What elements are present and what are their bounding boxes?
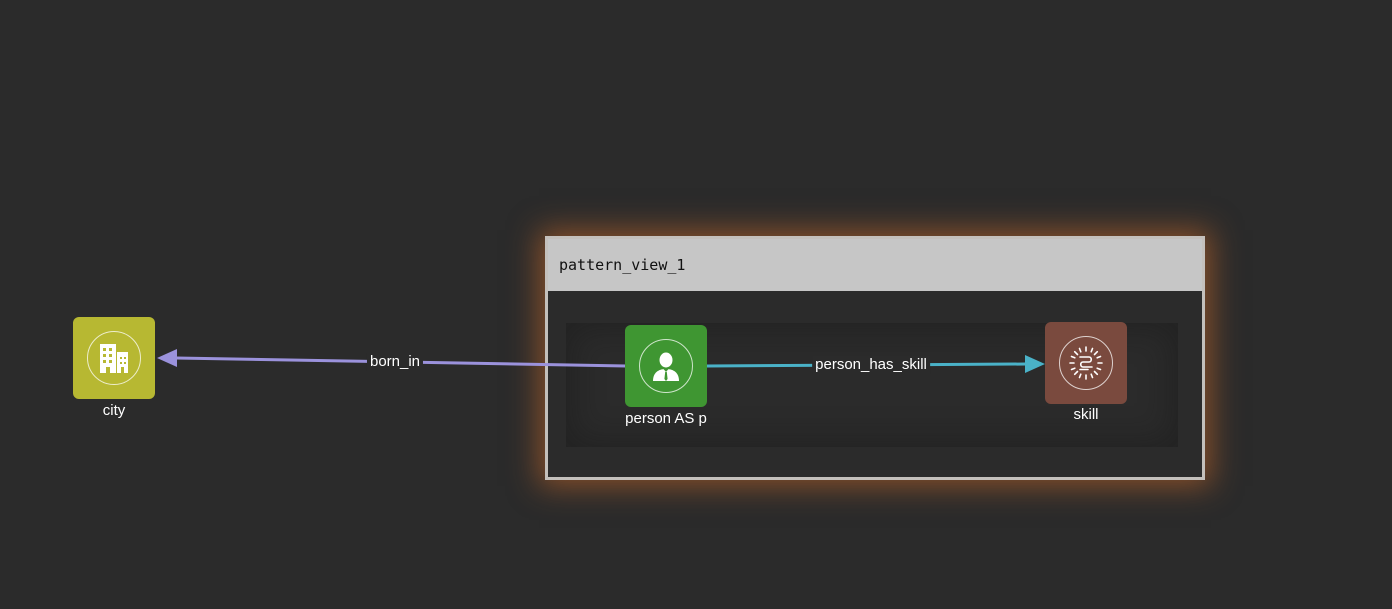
pattern-view-title: pattern_view_1 bbox=[559, 256, 686, 274]
node-skill-label: skill bbox=[1073, 406, 1099, 423]
edge-label-person-has-skill[interactable]: person_has_skill bbox=[812, 356, 930, 374]
skill-icon bbox=[1069, 346, 1103, 380]
node-city[interactable] bbox=[73, 317, 155, 399]
node-person-label: person AS p bbox=[625, 410, 707, 427]
node-person-icon-ring bbox=[639, 339, 693, 393]
node-city-label: city bbox=[102, 402, 126, 419]
building-icon bbox=[100, 344, 128, 373]
node-city-icon-ring bbox=[87, 331, 141, 385]
edge-label-born-in[interactable]: born_in bbox=[366, 353, 424, 371]
edge-born-in-arrowhead bbox=[157, 349, 177, 367]
person-icon bbox=[653, 352, 679, 381]
node-person[interactable] bbox=[625, 325, 707, 407]
node-skill-icon-ring bbox=[1059, 336, 1113, 390]
node-skill[interactable] bbox=[1045, 322, 1127, 404]
pattern-view-header[interactable]: pattern_view_1 bbox=[548, 239, 1202, 291]
